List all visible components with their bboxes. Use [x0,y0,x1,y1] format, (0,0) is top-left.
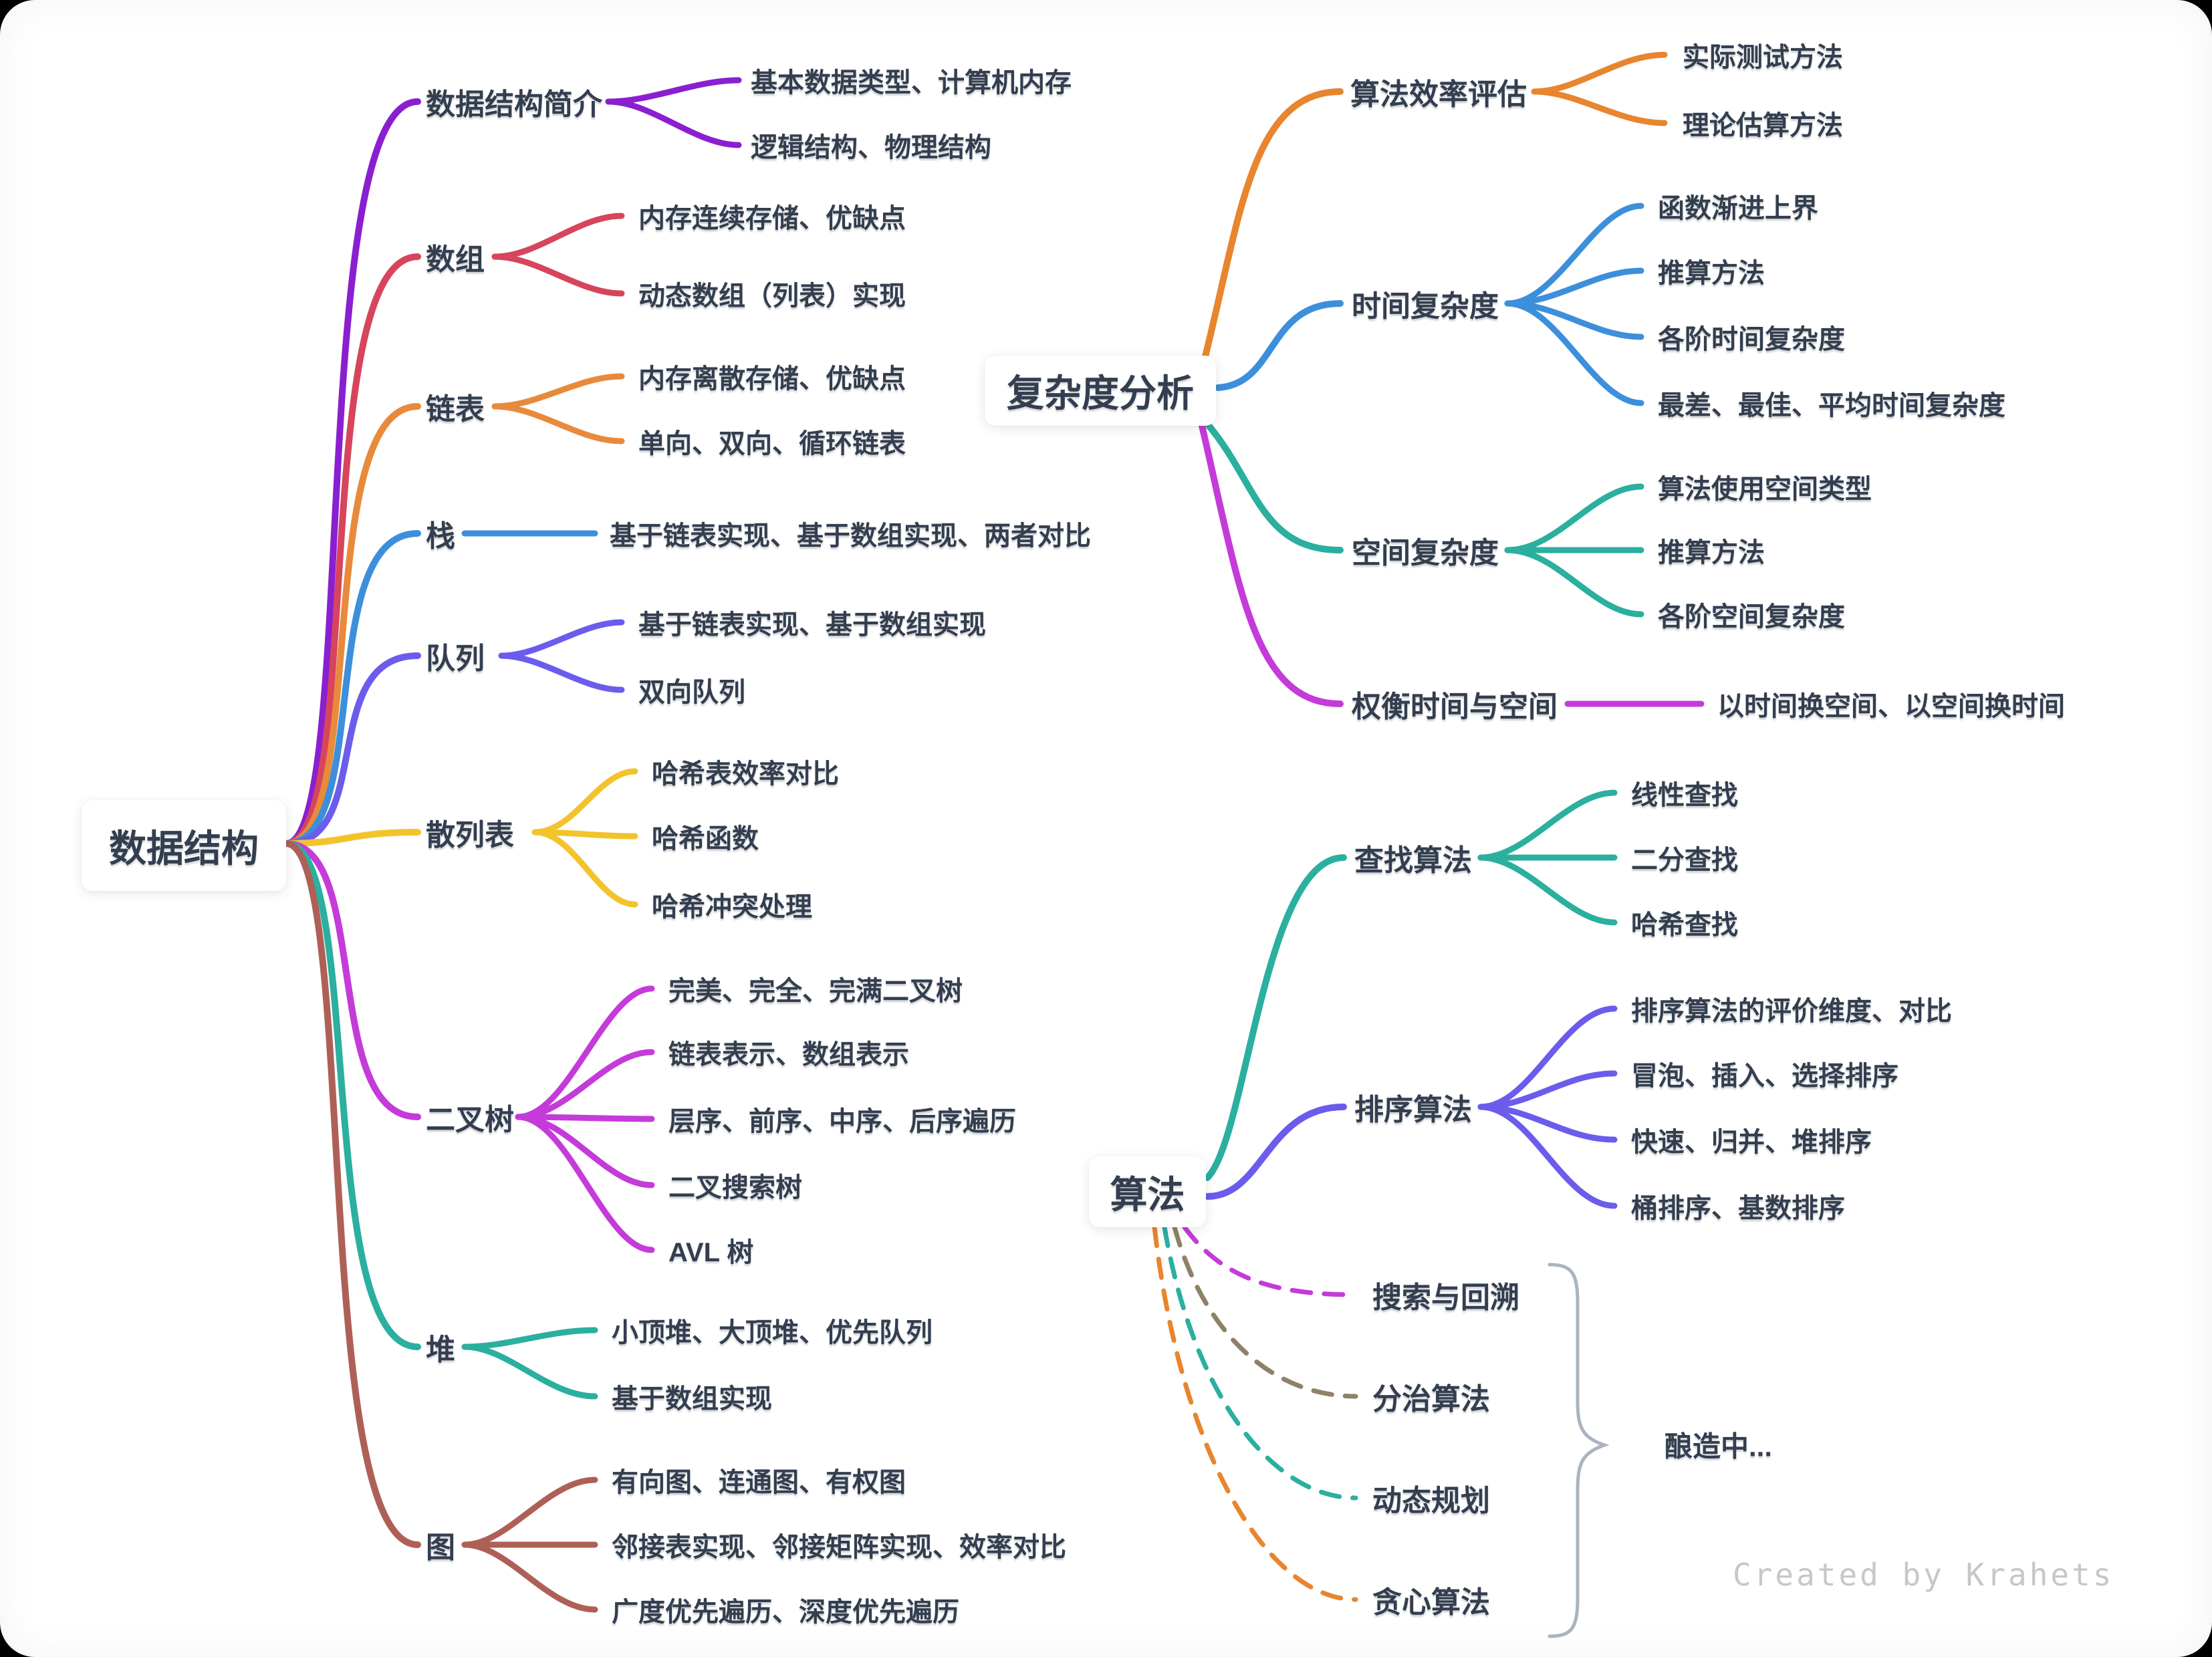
branch-intro[interactable]: 数据结构简介 [426,88,602,121]
root-algorithms-label: 算法 [1110,1173,1185,1216]
leaf-item[interactable]: 基于链表实现、基于数组实现 [638,610,986,640]
leaf-item[interactable]: AVL 树 [668,1238,754,1267]
leaf-item[interactable]: 排序算法的评价维度、对比 [1631,997,1952,1026]
leaf-item[interactable]: 理论估算方法 [1683,111,1843,140]
leaf-item[interactable]: 广度优先遍历、深度优先遍历 [612,1598,959,1627]
leaf-item[interactable]: 快速、归并、堆排序 [1631,1128,1872,1157]
edges-efficiency-eval [1200,51,1668,368]
leaf-item[interactable]: 逻辑结构、物理结构 [751,133,991,162]
edges-hashtable [283,768,638,908]
leaf-item[interactable]: 基于链表实现、基于数组实现、两者对比 [610,521,1091,551]
leaf-item[interactable]: 最差、最佳、平均时间复杂度 [1658,391,2005,420]
edge-dynamic-programming [1162,1225,1358,1501]
edges-graph [283,840,598,1613]
leaf-item[interactable]: 线性查找 [1631,781,1738,810]
branch-time-complexity[interactable]: 时间复杂度 [1352,290,1499,323]
edges-heap [283,840,598,1400]
branch-greedy[interactable]: 贪心算法 [1372,1586,1490,1619]
branch-space-complexity[interactable]: 空间复杂度 [1352,537,1499,569]
leaf-item[interactable]: 哈希查找 [1631,910,1738,940]
leaf-item[interactable]: 推算方法 [1658,259,1765,288]
leaf-item[interactable]: 哈希表效率对比 [652,759,839,789]
leaf-item[interactable]: 内存连续存储、优缺点 [638,204,906,233]
leaf-item[interactable]: 哈希冲突处理 [652,892,812,922]
branch-efficiency-eval[interactable]: 算法效率评估 [1350,78,1527,111]
leaf-item[interactable]: 算法使用空间类型 [1658,475,1872,504]
root-complexity-analysis[interactable]: 复杂度分析 [985,356,1216,426]
branch-dynamic-programming[interactable]: 动态规划 [1372,1485,1490,1517]
branch-heap[interactable]: 堆 [426,1333,455,1366]
edges-queue [283,619,625,847]
edges-space-complexity [1203,420,1644,618]
branch-divide-conquer[interactable]: 分治算法 [1372,1383,1490,1416]
branch-array[interactable]: 数组 [426,243,485,276]
leaf-item[interactable]: 哈希函数 [652,824,759,854]
leaf-item[interactable]: 推算方法 [1658,538,1765,567]
brewing-note: 酿造中... [1665,1430,1773,1462]
branch-graph[interactable]: 图 [426,1531,455,1564]
leaf-item[interactable]: 邻接表实现、邻接矩阵实现、效率对比 [612,1533,1066,1562]
root-data-structures[interactable]: 数据结构 [82,800,286,891]
leaf-item[interactable]: 基本数据类型、计算机内存 [751,68,1072,98]
leaf-item[interactable]: 二叉搜索树 [668,1173,802,1202]
leaf-item[interactable]: 实际测试方法 [1683,43,1843,72]
branch-stack[interactable]: 栈 [426,520,455,553]
edges-array [283,213,625,847]
edges-stack [283,530,598,847]
edge-divide-conquer [1172,1225,1358,1399]
brewing-brace [1548,1263,1610,1638]
leaf-item[interactable]: 函数渐进上界 [1658,194,1818,223]
leaf-item[interactable]: 双向队列 [638,678,745,707]
branch-tradeoff[interactable]: 权衡时间与空间 [1352,690,1558,723]
leaf-item[interactable]: 完美、完全、完满二叉树 [668,977,963,1006]
leaf-item[interactable]: 各阶空间复杂度 [1658,602,1845,632]
branch-searching[interactable]: 查找算法 [1354,844,1472,877]
edge-backtracking [1182,1225,1358,1297]
leaf-item[interactable]: 二分查找 [1631,846,1738,875]
watermark: Created by Krahets [1733,1557,2114,1593]
edges-sorting [1204,1005,1618,1209]
branch-sorting[interactable]: 排序算法 [1354,1094,1472,1126]
leaf-item[interactable]: 小顶堆、大顶堆、优先队列 [612,1318,933,1348]
leaf-item[interactable]: 动态数组（列表）实现 [638,281,906,311]
leaf-item[interactable]: 链表表示、数组表示 [668,1040,909,1069]
edges-linkedlist [283,373,625,847]
leaf-item[interactable]: 桶排序、基数排序 [1631,1194,1845,1223]
edges-intro [283,77,742,847]
root-algorithms[interactable]: 算法 [1089,1156,1206,1227]
edge-greedy [1152,1225,1358,1602]
root-complexity-analysis-label: 复杂度分析 [1007,372,1194,414]
branch-hash-table[interactable]: 散列表 [426,819,514,852]
leaf-item[interactable]: 冒泡、插入、选择排序 [1631,1061,1898,1091]
edges-binarytree [283,840,655,1253]
edges-tradeoff [1199,422,1705,707]
branch-backtracking[interactable]: 搜索与回溯 [1372,1281,1519,1314]
edges-time-complexity [1215,203,1644,406]
leaf-item[interactable]: 层序、前序、中序、后序遍历 [668,1107,1016,1136]
leaf-item[interactable]: 有向图、连通图、有权图 [612,1468,906,1497]
root-data-structures-label: 数据结构 [109,827,259,870]
leaf-item[interactable]: 各阶时间复杂度 [1658,325,1845,354]
branch-linked-list[interactable]: 链表 [426,393,485,426]
leaf-item[interactable]: 以时间换空间、以空间换时间 [1717,692,2065,721]
branch-queue[interactable]: 队列 [426,642,485,675]
leaf-item[interactable]: 单向、双向、循环链表 [638,429,906,459]
leaf-item[interactable]: 内存离散存储、优缺点 [638,364,906,394]
edges-searching [1204,789,1618,1181]
leaf-item[interactable]: 基于数组实现 [612,1384,772,1414]
branch-binary-tree[interactable]: 二叉树 [426,1104,514,1136]
